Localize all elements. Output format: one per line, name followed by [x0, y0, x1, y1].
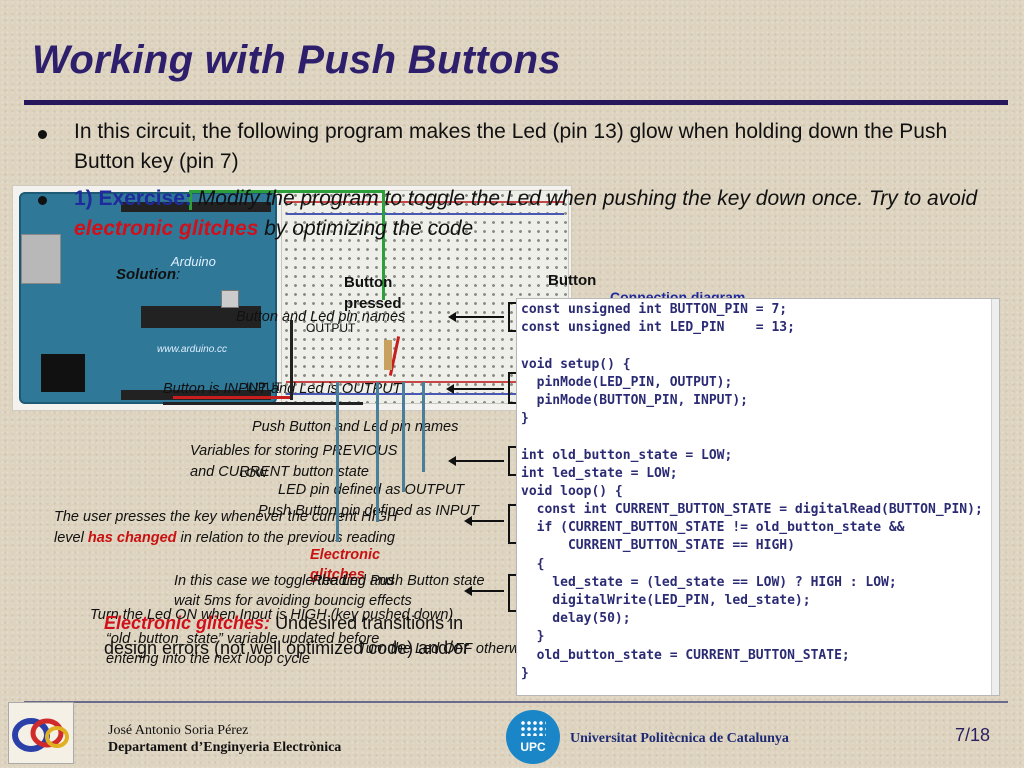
code-line: CURRENT_BUTTON_STATE == HIGH) — [521, 538, 795, 554]
bb-rail-red — [286, 201, 564, 203]
code-line: } — [521, 665, 529, 681]
solution-label: Solution: — [116, 266, 181, 283]
note-press-2: level has changed in relation to the pre… — [54, 530, 395, 546]
code-line: delay(50); — [521, 611, 631, 627]
code-line: if (CURRENT_BUTTON_STATE != old_button_s… — [521, 520, 905, 536]
button-pressed-label: Button pressed — [344, 274, 402, 312]
note-toggle-read: Reading Push Button state — [312, 573, 485, 589]
code-line: pinMode(LED_PIN, OUTPUT); — [521, 374, 733, 390]
note-electronic-glitches: Electronic glitches — [310, 547, 381, 583]
button-released-label: Button — [548, 272, 597, 289]
code-line: old_button_state = CURRENT_BUTTON_STATE; — [521, 647, 850, 663]
reset-button-icon — [221, 290, 239, 308]
page-title: Working with Push Buttons — [32, 38, 561, 82]
note-vars-2: and CURRENT button state — [190, 464, 369, 480]
bracket-4 — [508, 504, 516, 544]
note-toggle-1: In this case we toggle the Led and — [174, 573, 395, 589]
usb-port-icon — [21, 234, 61, 284]
page-number: 7/18 — [955, 725, 991, 745]
code-line: void loop() { — [521, 483, 623, 499]
arduino-url: www.arduino.cc — [157, 344, 228, 355]
bullet-text-1: In this circuit, the following program m… — [74, 120, 948, 173]
code-line: led_state = (led_state == LOW) ? HIGH : … — [521, 574, 897, 590]
note-pin-names-2: Push Button and Led pin names — [252, 419, 459, 435]
note-old-state-1: “old_button_state” variable updated befo… — [106, 631, 380, 647]
eee-logo-icon — [8, 702, 74, 764]
code-line: const unsigned int BUTTON_PIN = 7; — [521, 302, 788, 317]
footer-divider — [24, 701, 1008, 703]
note-led-output: LED pin defined as OUTPUT — [278, 482, 465, 498]
code-line: } — [521, 629, 545, 645]
code-line: } — [521, 411, 529, 427]
note-old-state-2: entering into the next loop cycle — [106, 651, 310, 667]
bb-rail-red-bottom — [286, 381, 564, 383]
bb-rail-blue-bottom — [286, 393, 564, 395]
note-pin-names: Button and Led pin names — [236, 309, 406, 325]
bracket-3 — [508, 446, 516, 476]
bracket-5 — [508, 574, 516, 612]
exercise-text-a: Modify the program to toggle the Led whe… — [197, 187, 978, 210]
arduino-logo: Arduino — [171, 254, 216, 269]
input-label: INPUT — [246, 380, 282, 394]
code-line: int old_button_state = LOW; — [521, 447, 733, 463]
code-line: const unsigned int LED_PIN = 13; — [521, 320, 795, 336]
code-line: int led_state = LOW; — [521, 465, 678, 481]
note-press-1: The user presses the key whenever the cu… — [54, 509, 398, 525]
bracket-1 — [508, 302, 516, 332]
code-line: digitalWrite(LED_PIN, led_state); — [521, 593, 811, 608]
code-line: pinMode(BUTTON_PIN, INPUT); — [521, 392, 748, 408]
bullet-icon-2 — [38, 196, 47, 205]
exercise-label: 1) Exercise: — [74, 187, 192, 210]
title-divider — [24, 100, 1008, 105]
arrow-2 — [446, 384, 504, 394]
wire-red — [173, 396, 293, 399]
note-turn-on: Turn the Led ON when Input is HIGH (key … — [90, 607, 454, 623]
code-line — [521, 337, 999, 355]
note-toggle-2: wait 5ms for avoiding bouncig effects — [174, 593, 412, 609]
output-label: OUTPUT — [306, 321, 356, 335]
footer-university: Universitat Politècnica de Catalunya — [570, 731, 789, 746]
footer-author: José Antonio Soria Pérez — [108, 723, 249, 738]
glitch-definition-1: Electronic glitches: Undesired transitio… — [104, 613, 464, 633]
code-line: { — [521, 556, 545, 572]
glitch-definition-2: design errors (not well optimized code) … — [104, 638, 470, 658]
code-line: const int CURRENT_BUTTON_STATE = digital… — [521, 502, 983, 518]
wire-green-top — [189, 190, 385, 193]
arrow-5 — [464, 586, 504, 596]
bullet-icon — [38, 130, 47, 139]
upc-logo-icon: UPC — [506, 710, 560, 764]
arrow-4 — [464, 516, 504, 526]
note-input-output: Button is INPUT and Led is OUTPUT — [163, 381, 402, 397]
note-vars-1: Variables for storing PREVIOUS — [190, 443, 398, 459]
analog-header — [121, 390, 271, 400]
bracket-2 — [508, 372, 516, 404]
bullet-text-2: 1) Exercise: Modify the program to toggl… — [74, 184, 994, 244]
code-scrollbar[interactable] — [991, 299, 999, 695]
bb-rail-blue — [286, 213, 564, 215]
wire-green-right — [382, 190, 385, 300]
microcontroller-chip — [141, 306, 261, 328]
low-label: LOW — [240, 466, 268, 480]
code-listing: const unsigned int BUTTON_PIN = 7; const… — [516, 298, 1000, 696]
code-line: void setup() { — [521, 356, 631, 372]
note-btn-input: Push Button pin defined as INPUT — [258, 503, 479, 519]
arduino-board: Arduino www.arduino.cc — [19, 192, 277, 404]
exercise-text-b: by optimizing the code — [264, 217, 474, 240]
footer-department: Departament d’Enginyeria Electrònica — [108, 740, 342, 755]
exercise-keyword: electronic glitches — [74, 217, 259, 240]
arrow-1 — [448, 312, 504, 322]
code-line — [521, 428, 999, 446]
note-led-off: Turn the Led OFF otherwise — [358, 641, 538, 657]
digital-header — [121, 202, 271, 212]
wire-green-left — [189, 190, 192, 210]
wire-black — [163, 402, 363, 405]
arrow-3 — [448, 456, 504, 466]
power-jack-icon — [41, 354, 85, 392]
